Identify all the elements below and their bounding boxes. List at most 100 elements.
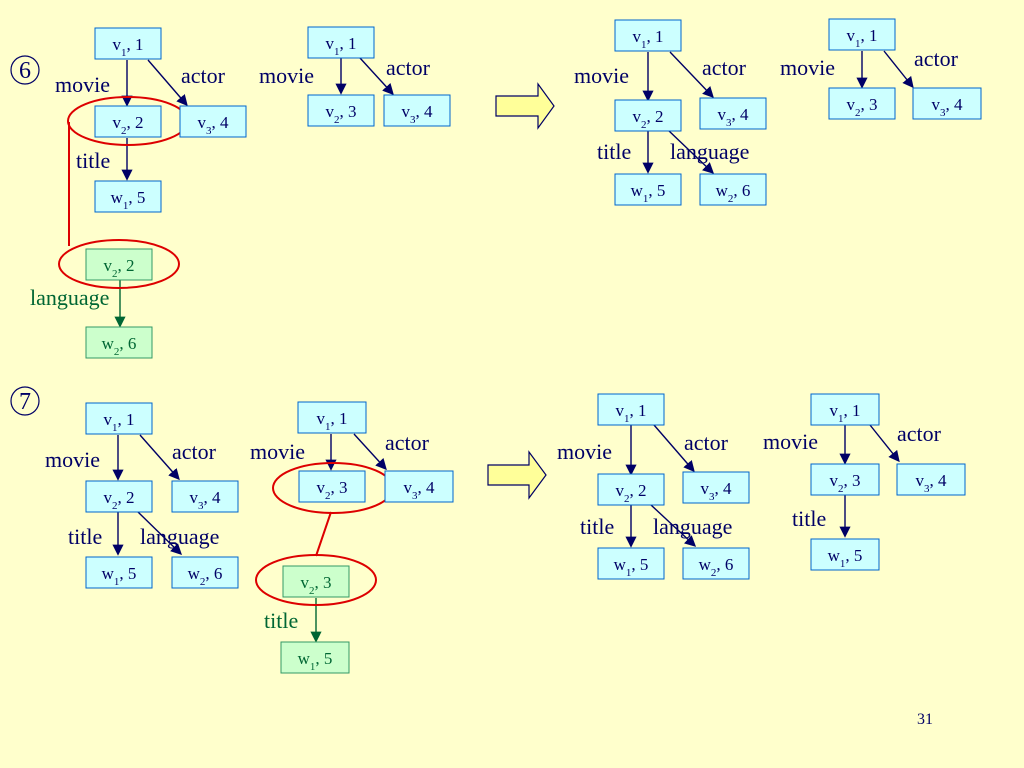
svg-text:v2, 3: v2, 3 — [326, 102, 357, 126]
graph-node: v3, 4 — [179, 105, 247, 138]
graph-node: v3, 4 — [912, 87, 982, 120]
graph-node: v3, 4 — [383, 94, 451, 127]
svg-text:w1, 5: w1, 5 — [614, 555, 649, 579]
svg-text:w1, 5: w1, 5 — [298, 649, 333, 673]
svg-text:v2, 3: v2, 3 — [317, 478, 348, 502]
edge-label-actor: actor — [897, 421, 942, 446]
edge-actor — [147, 59, 188, 107]
edge-label-movie: movie — [763, 429, 818, 454]
step-6-marker: 6 — [10, 55, 40, 85]
edge-label-movie: movie — [55, 72, 110, 97]
graph-node: v1, 1 — [597, 393, 665, 426]
graph-node: v1, 1 — [297, 401, 367, 434]
edge-label-actor: actor — [684, 430, 729, 455]
svg-text:v1, 1: v1, 1 — [830, 401, 861, 425]
svg-text:v3, 4: v3, 4 — [932, 95, 964, 119]
graph-node: v2, 2 — [85, 248, 153, 281]
svg-text:v3, 4: v3, 4 — [402, 102, 434, 126]
svg-text:v2, 2: v2, 2 — [104, 488, 135, 512]
graph-node: v2, 2 — [597, 473, 665, 506]
graph-node: v2, 3 — [298, 470, 366, 503]
edge-label-movie: movie — [259, 63, 314, 88]
edge-label-title: title — [580, 514, 614, 539]
edge-language — [650, 504, 697, 547]
svg-text:v3, 4: v3, 4 — [718, 105, 750, 129]
edge-label-title: title — [76, 148, 110, 173]
edge-label-title: title — [597, 139, 631, 164]
edge-label-language: language — [653, 514, 732, 539]
edge-label-actor: actor — [172, 439, 217, 464]
graph-node: v3, 4 — [699, 97, 767, 130]
edge-label-title: title — [792, 506, 826, 531]
graph-node: v1, 1 — [810, 393, 880, 426]
svg-text:v2, 3: v2, 3 — [301, 573, 332, 597]
edge-language — [667, 129, 715, 174]
graph-node: v2, 2 — [94, 105, 162, 138]
transform-arrow — [487, 450, 547, 500]
svg-text:v1, 1: v1, 1 — [104, 410, 135, 434]
edge-actor — [883, 50, 914, 89]
graph-node: w1, 5 — [280, 641, 350, 674]
svg-text:w1, 5: w1, 5 — [631, 181, 666, 205]
graph-node: v2, 3 — [828, 87, 896, 120]
edge-actor — [359, 57, 394, 96]
slide-number: 31 — [917, 711, 933, 728]
graph-node: v2, 2 — [614, 99, 682, 132]
edge-label-actor: actor — [181, 63, 226, 88]
svg-text:v1, 1: v1, 1 — [326, 34, 357, 58]
edge-actor — [869, 424, 900, 463]
edge-label-movie: movie — [45, 447, 100, 472]
graph-node: w2, 6 — [85, 326, 153, 359]
edge-actor — [353, 433, 387, 471]
svg-text:v2, 2: v2, 2 — [113, 113, 144, 137]
edge-label-actor: actor — [385, 430, 430, 455]
svg-text:v3, 4: v3, 4 — [198, 113, 230, 137]
graph-node: w2, 6 — [682, 547, 750, 580]
edge-label-title: title — [68, 524, 102, 549]
svg-text:6: 6 — [19, 58, 31, 84]
graph-node: w1, 5 — [94, 180, 162, 213]
graph-node: v1, 1 — [85, 402, 153, 435]
highlight-connector — [315, 511, 332, 557]
svg-text:v2, 2: v2, 2 — [633, 107, 664, 131]
svg-text:v1, 1: v1, 1 — [113, 35, 144, 59]
svg-text:v3, 4: v3, 4 — [404, 478, 436, 502]
edge-label-title: title — [264, 608, 298, 633]
edge-label-actor: actor — [386, 55, 431, 80]
edge-label-movie: movie — [557, 439, 612, 464]
edge-label-movie: movie — [574, 63, 629, 88]
highlight-ellipse — [255, 554, 377, 606]
svg-text:v3, 4: v3, 4 — [916, 471, 948, 495]
svg-text:v3, 4: v3, 4 — [190, 488, 222, 512]
svg-text:w1, 5: w1, 5 — [111, 188, 146, 212]
edge-actor — [669, 51, 714, 99]
svg-text:v2, 3: v2, 3 — [830, 471, 861, 495]
svg-text:w1, 5: w1, 5 — [102, 564, 137, 588]
svg-text:w2, 6: w2, 6 — [716, 181, 751, 205]
edge-label-movie: movie — [780, 55, 835, 80]
edge-language — [137, 511, 183, 555]
highlight-ellipse — [58, 239, 180, 289]
svg-text:v3, 4: v3, 4 — [701, 479, 733, 503]
graph-node: w1, 5 — [85, 556, 153, 589]
graph-node: w1, 5 — [614, 173, 682, 206]
svg-text:w2, 6: w2, 6 — [102, 334, 137, 358]
svg-text:w1, 5: w1, 5 — [828, 546, 863, 570]
svg-text:v2, 3: v2, 3 — [847, 95, 878, 119]
graph-node: v3, 4 — [171, 480, 239, 513]
step-7-marker: 7 — [10, 386, 40, 416]
svg-text:v1, 1: v1, 1 — [317, 409, 348, 433]
graph-node: v1, 1 — [307, 26, 375, 59]
graph-node: w1, 5 — [597, 547, 665, 580]
svg-text:v2, 2: v2, 2 — [616, 481, 647, 505]
svg-text:7: 7 — [19, 389, 31, 415]
graph-node: v2, 3 — [307, 94, 375, 127]
graph-node: v1, 1 — [614, 19, 682, 52]
graph-node: w1, 5 — [810, 538, 880, 571]
edge-actor — [139, 434, 180, 481]
graph-node: v3, 4 — [896, 463, 966, 496]
edge-label-language: language — [670, 139, 749, 164]
graph-node: w2, 6 — [171, 556, 239, 589]
graph-node: v3, 4 — [682, 471, 750, 504]
